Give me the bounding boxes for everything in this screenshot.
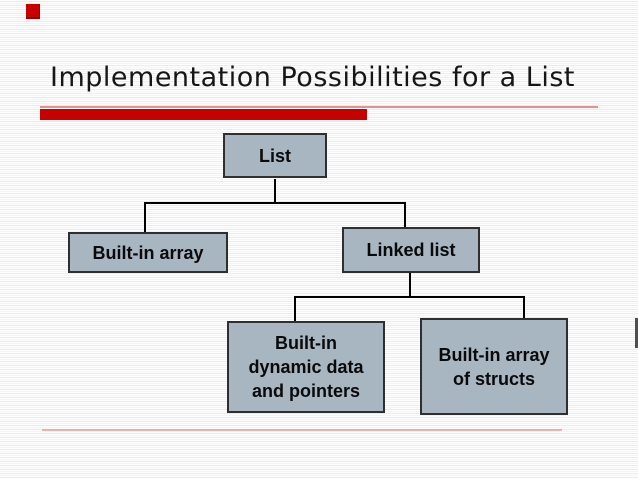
red-bullet-square-icon (26, 4, 40, 19)
diagram-node-built-in-dynamic-data-and-pointers: Built-in dynamic data and pointers (227, 321, 385, 413)
connector-list-stem (274, 179, 276, 204)
node-label-line: and pointers (251, 381, 360, 401)
node-label-line: dynamic data (248, 357, 364, 377)
node-label-line: Linked list (366, 240, 456, 260)
page-title: Implementation Possibilities for a List (50, 62, 575, 93)
title-underline-bar (40, 109, 367, 120)
node-label-line: Built-in array (438, 344, 550, 365)
connector-linked-list-crossbar (294, 296, 525, 298)
title-underline-thin-rule (40, 106, 598, 108)
node-label-line: Built-in array (92, 242, 204, 263)
node-label-line: Built-in (275, 333, 337, 353)
diagram-node-linked-list: Linked list (342, 227, 480, 273)
bottom-faint-rule (42, 429, 562, 431)
diagram-node-built-in-array-of-structs: Built-in array of structs (420, 318, 568, 415)
diagram-node-list: List (223, 133, 327, 178)
connector-drop-linked-list (404, 202, 406, 227)
connector-list-crossbar (144, 202, 406, 204)
node-label-line: of structs (452, 368, 535, 389)
connector-drop-dynamic-data (294, 296, 296, 321)
diagram-node-built-in-array: Built-in array (68, 232, 228, 273)
connector-drop-array-of-structs (523, 296, 525, 318)
right-edge-mark (635, 318, 638, 348)
node-label-line: List (258, 145, 291, 166)
connector-drop-built-in-array (144, 202, 146, 232)
connector-linked-list-stem (409, 273, 411, 298)
